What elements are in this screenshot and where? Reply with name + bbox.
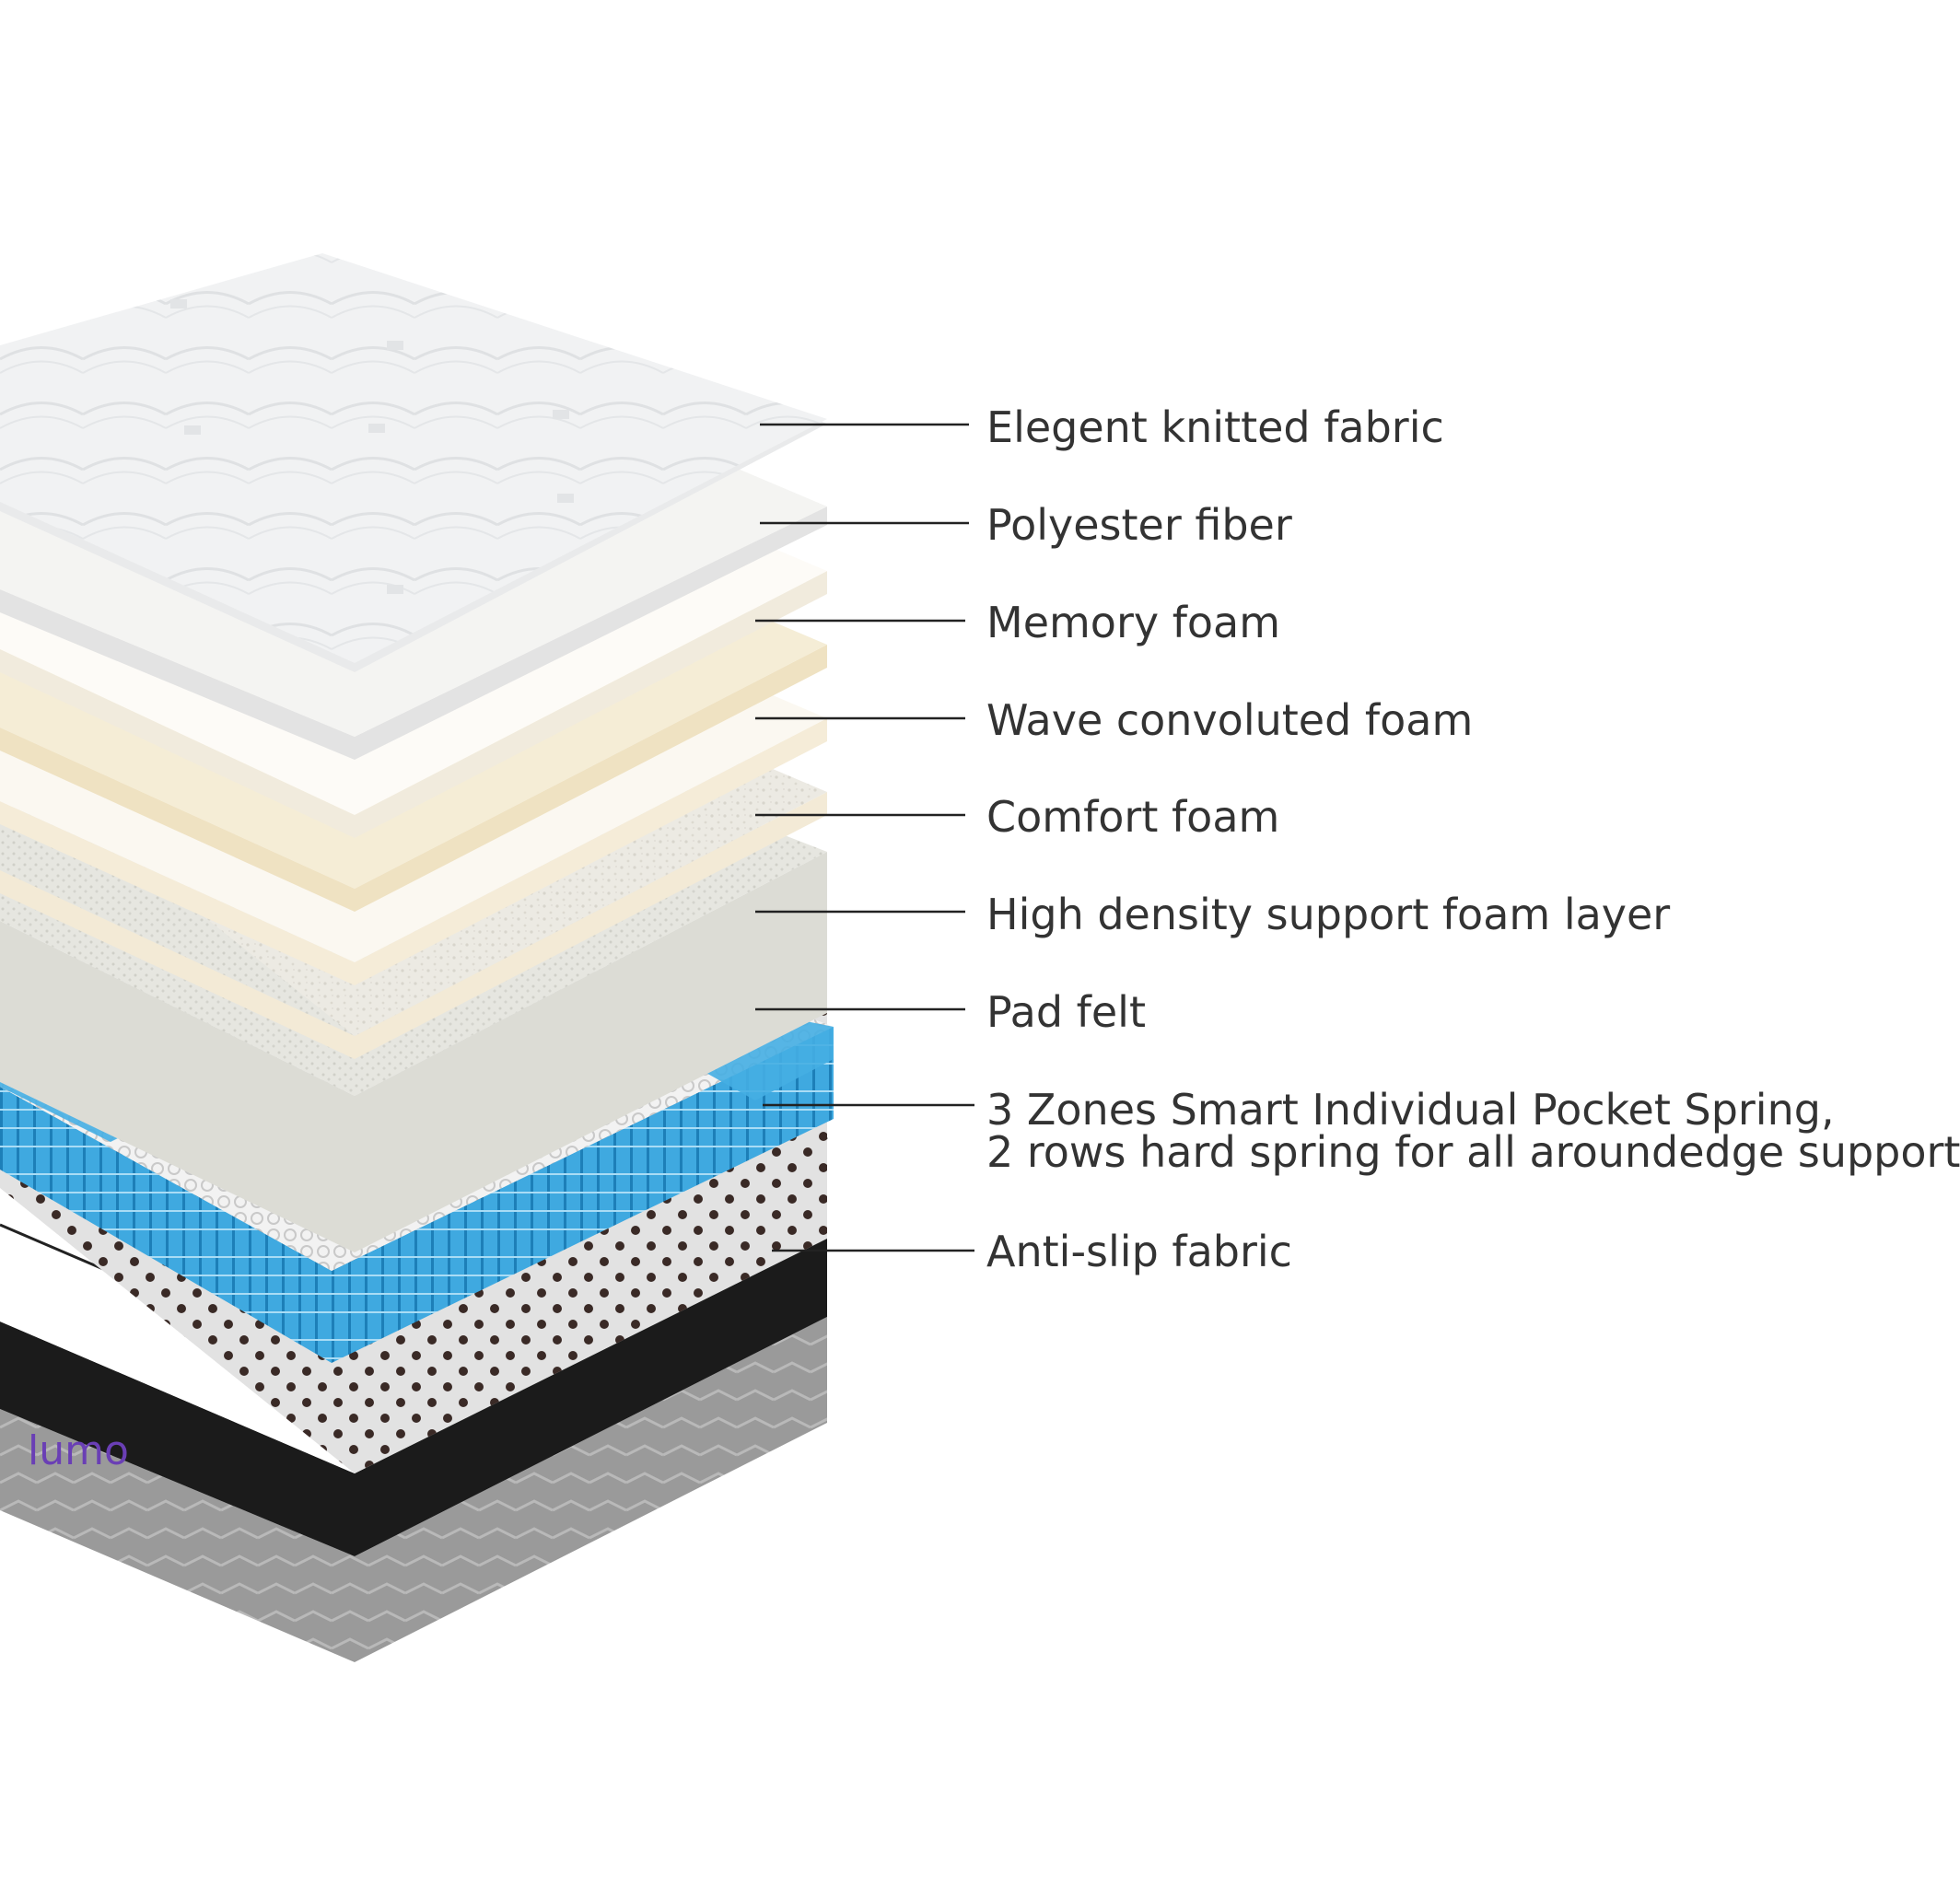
label-wave-convoluted-foam: Wave convoluted foam	[986, 695, 1474, 745]
label-memory-foam: Memory foam	[986, 598, 1281, 647]
label-pad-felt: Pad felt	[986, 987, 1146, 1037]
label-polyester-fiber: Polyester fiber	[986, 500, 1292, 550]
label-knitted-fabric: Elegent knitted fabric	[986, 402, 1444, 452]
label-anti-slip-fabric: Anti-slip fabric	[986, 1227, 1292, 1276]
leader-lines	[755, 423, 974, 1252]
label-comfort-foam: Comfort foam	[986, 792, 1280, 842]
mattress-layers-diagram: lumo	[0, 253, 974, 1662]
label-pocket-spring-line2: 2 rows hard spring for all aroundedge su…	[986, 1127, 1960, 1177]
label-pocket-spring: 3 Zones Smart Individual Pocket Spring,	[986, 1085, 1835, 1135]
label-high-density-foam: High density support foam layer	[986, 890, 1671, 939]
layer-knitted-fabric	[0, 253, 827, 672]
brand-logo: lumo	[28, 1427, 129, 1474]
